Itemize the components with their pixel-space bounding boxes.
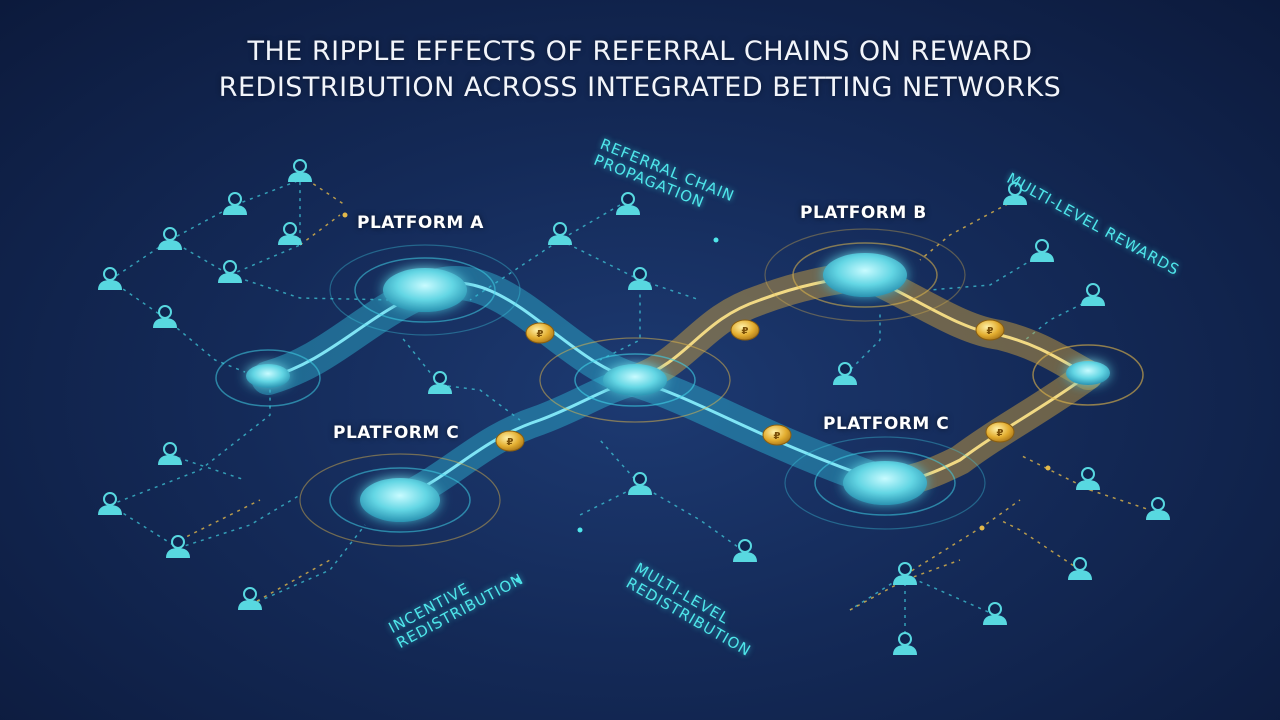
user-icon — [1146, 497, 1170, 520]
user-icon — [238, 587, 262, 610]
platform-a-label: PLATFORM A — [357, 213, 484, 233]
cyan-flow-ribbons — [251, 266, 902, 515]
platform-hubs — [215, 228, 1144, 547]
user-icon — [288, 159, 312, 182]
title-line-1: THE RIPPLE EFFECTS OF REFERRAL CHAINS ON… — [247, 36, 1033, 67]
svg-text:₽: ₽ — [987, 326, 994, 337]
user-icon — [628, 472, 652, 495]
user-icon — [893, 632, 917, 655]
user-icon — [98, 267, 122, 290]
user-icon — [1076, 467, 1100, 490]
svg-text:₽: ₽ — [742, 326, 749, 337]
user-icon — [98, 492, 122, 515]
svg-text:₽: ₽ — [997, 428, 1004, 439]
user-icon — [158, 442, 182, 465]
coin-icon: ₽ — [985, 421, 1015, 443]
user-icon — [218, 260, 242, 283]
glow-dots — [342, 212, 1051, 583]
hub-platform-b — [764, 228, 966, 322]
platform-c-right-label: PLATFORM C — [823, 414, 950, 434]
user-icon — [628, 267, 652, 290]
platform-b-label: PLATFORM B — [800, 203, 927, 223]
coin-icon: ₽ — [730, 319, 760, 341]
platform-c-left-label: PLATFORM C — [333, 423, 460, 443]
svg-text:₽: ₽ — [507, 437, 514, 448]
coin-icon: ₽ — [762, 424, 792, 446]
user-icon — [983, 602, 1007, 625]
hub-left-node — [215, 349, 321, 407]
user-icon — [158, 227, 182, 250]
user-icon — [1030, 239, 1054, 262]
user-icon — [153, 305, 177, 328]
user-icon — [733, 539, 757, 562]
hub-right-node — [1032, 344, 1144, 406]
hub-platform-c-right — [784, 436, 986, 530]
reward-coins: ₽ ₽ ₽ ₽ ₽ ₽ — [495, 319, 1015, 452]
hub-platform-c-left — [299, 453, 501, 547]
user-icon — [278, 222, 302, 245]
user-icon — [1081, 283, 1105, 306]
hub-platform-a — [329, 244, 521, 336]
user-icon — [428, 371, 452, 394]
referral-connector-lines — [109, 174, 1151, 640]
user-icon — [1003, 182, 1027, 205]
user-icon — [223, 192, 247, 215]
user-icon — [616, 192, 640, 215]
svg-text:₽: ₽ — [537, 329, 544, 340]
page-title: THE RIPPLE EFFECTS OF REFERRAL CHAINS ON… — [0, 34, 1280, 106]
coin-icon: ₽ — [525, 322, 555, 344]
title-line-2: REDISTRIBUTION ACROSS INTEGRATED BETTING… — [218, 72, 1062, 103]
coin-icon: ₽ — [975, 319, 1005, 341]
coin-icon: ₽ — [495, 430, 525, 452]
user-icon — [548, 222, 572, 245]
user-icon — [833, 362, 857, 385]
user-icon — [893, 562, 917, 585]
user-icon — [1068, 557, 1092, 580]
user-icon — [166, 535, 190, 558]
svg-text:₽: ₽ — [774, 431, 781, 442]
hub-center — [539, 337, 731, 423]
gold-flow-ribbons — [620, 260, 1103, 498]
user-icons — [98, 159, 1170, 655]
